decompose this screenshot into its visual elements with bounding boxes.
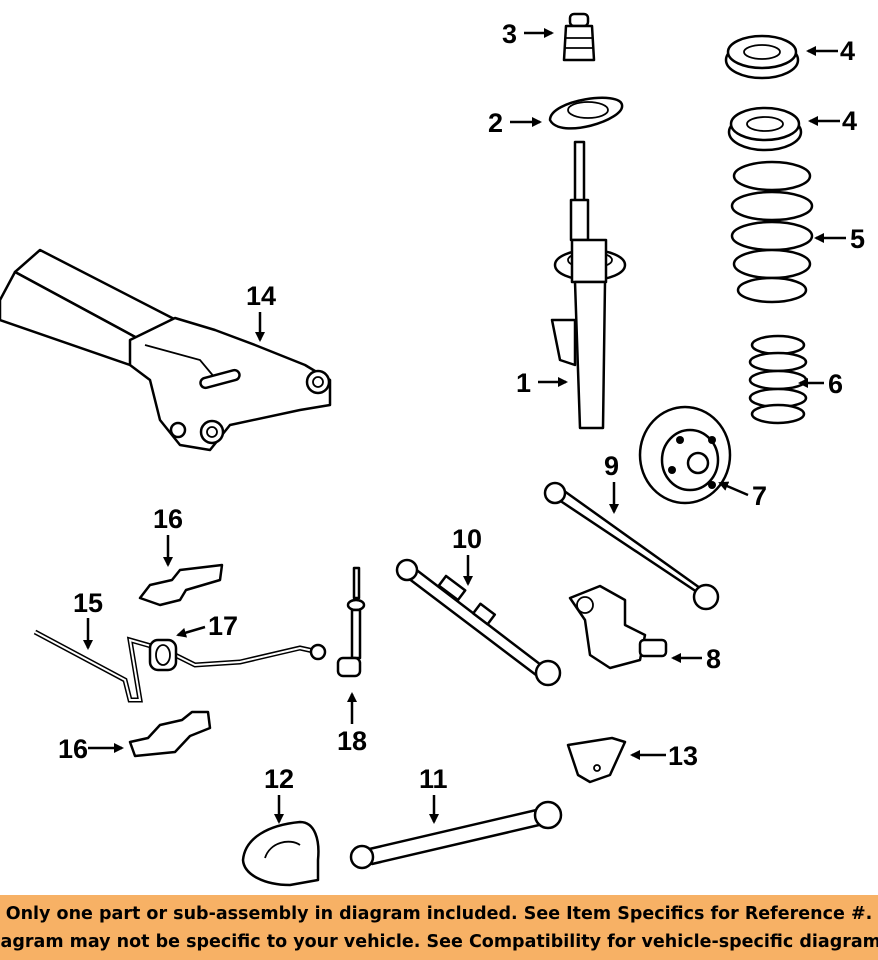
part-bracket-lower — [128, 710, 212, 758]
part-lower-arm — [349, 800, 563, 870]
callout-11: 11 — [419, 764, 448, 794]
disclaimer-banner: Only one part or sub-assembly in diagram… — [0, 895, 878, 960]
disclaimer-line-1: Only one part or sub-assembly in diagram… — [5, 903, 873, 924]
part-isolator-lower — [727, 106, 803, 152]
callout-2: 2 — [488, 108, 503, 138]
disclaimer-line-2: Diagram may not be specific to your vehi… — [0, 931, 878, 952]
part-upper-link — [543, 481, 720, 611]
callout-13: 13 — [668, 741, 698, 771]
callout-8: 8 — [706, 644, 721, 674]
callout-10: 10 — [452, 524, 482, 554]
part-end-link — [336, 566, 366, 678]
part-shield — [566, 736, 627, 784]
part-hub — [638, 405, 732, 505]
callout-17: 17 — [208, 611, 238, 641]
callout-6: 6 — [828, 369, 843, 399]
callout-16-lower: 16 — [58, 734, 88, 764]
arrow-17 — [176, 625, 206, 638]
part-bracket-upper — [138, 563, 224, 607]
callout-labels: 1 2 3 4 4 5 6 7 8 9 10 11 12 13 14 15 16… — [58, 19, 865, 794]
callout-7: 7 — [752, 481, 767, 511]
part-stabilizer-bar — [33, 629, 327, 703]
callout-14: 14 — [246, 281, 276, 311]
callout-15: 15 — [73, 588, 103, 618]
callout-16-upper: 16 — [153, 504, 183, 534]
callout-4-upper: 4 — [840, 36, 855, 66]
part-spring-seat — [548, 96, 624, 130]
part-bump-cap — [241, 820, 320, 887]
callout-4-lower: 4 — [842, 106, 857, 136]
part-coil-spring — [730, 160, 814, 304]
part-strut — [550, 140, 627, 430]
part-knuckle — [568, 584, 668, 670]
part-jounce-bumper — [748, 334, 808, 425]
part-adjustable-link — [395, 558, 562, 687]
callout-12: 12 — [264, 764, 294, 794]
exploded-suspension-diagram: 1 2 3 4 4 5 6 7 8 9 10 11 12 13 14 15 16… — [0, 12, 865, 887]
part-crossmember — [0, 248, 332, 452]
arrow-7 — [718, 481, 749, 497]
callout-9: 9 — [604, 451, 619, 481]
part-bump-stop — [562, 12, 596, 62]
leader-arrows — [83, 28, 846, 824]
callout-5: 5 — [850, 224, 865, 254]
callout-1: 1 — [516, 368, 531, 398]
part-isolator-upper — [724, 34, 800, 80]
callout-18: 18 — [337, 726, 367, 756]
callout-3: 3 — [502, 19, 517, 49]
part-stabilizer-bushing — [148, 638, 178, 672]
